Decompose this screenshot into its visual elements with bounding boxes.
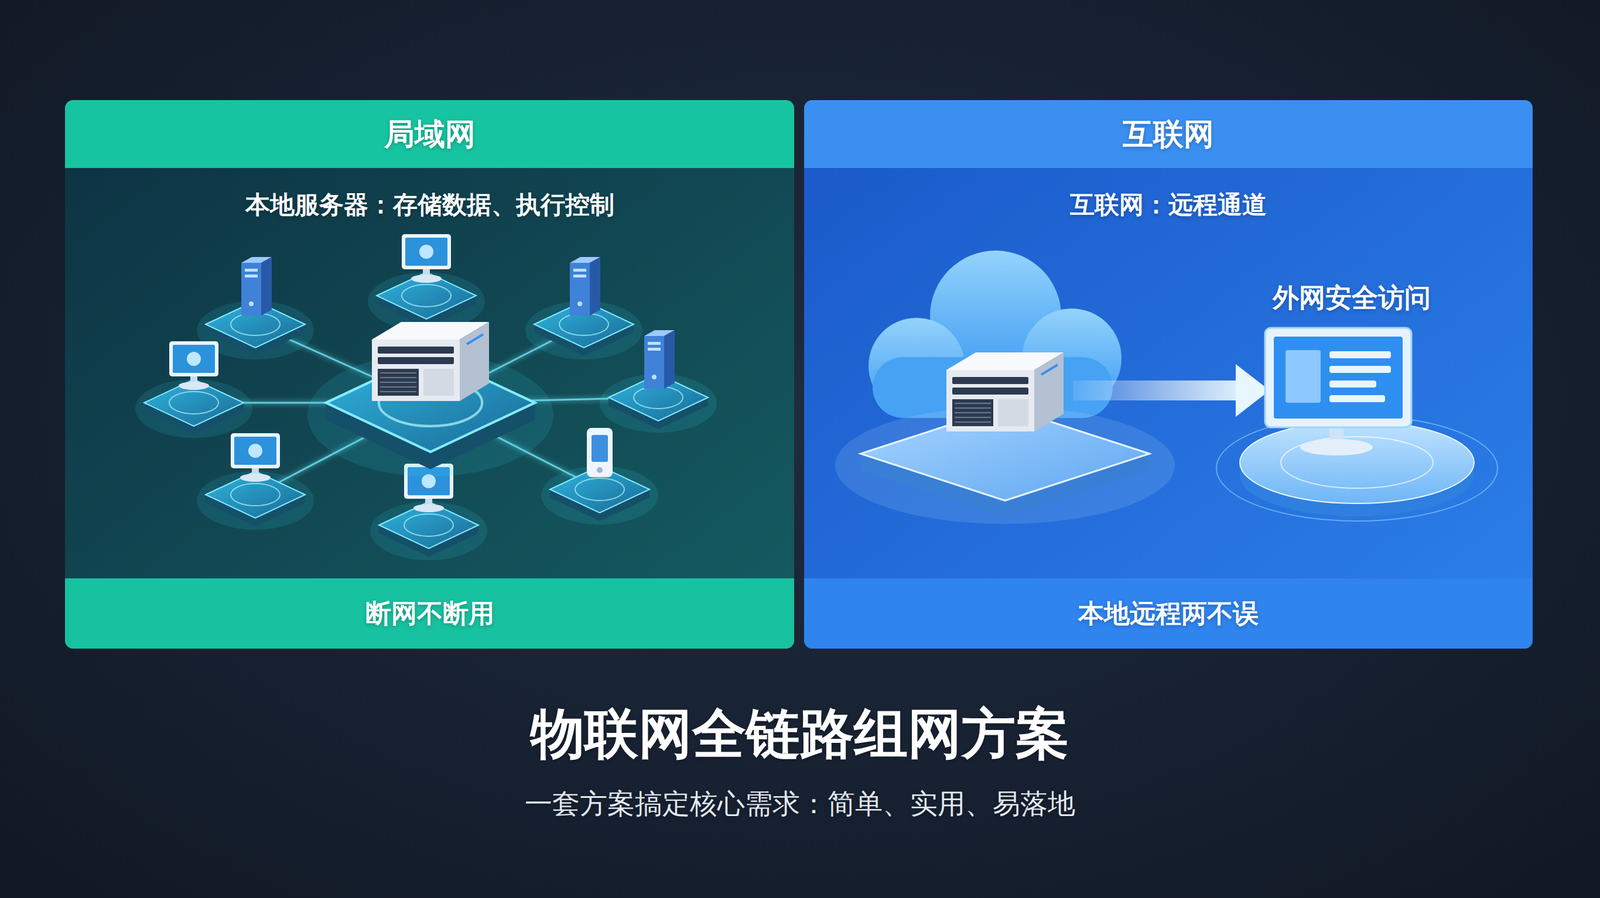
panel-body	[804, 100, 1533, 649]
central-server	[307, 322, 554, 477]
panel-footer	[65, 578, 795, 649]
panel-subtitle: 互联网：远程通道	[804, 189, 1533, 221]
server-icon	[946, 352, 1064, 432]
remote-terminal	[1216, 327, 1498, 522]
panel-footer	[804, 578, 1533, 649]
tower-icon	[241, 257, 272, 316]
terminal-label: 外网安全访问	[1234, 275, 1469, 321]
tablet-icon	[586, 428, 613, 478]
label-text: 外网安全访问	[1234, 275, 1469, 321]
footer-band: 本地远程两不误	[804, 578, 1533, 649]
monitor-icon	[230, 433, 280, 482]
network-panel: 互联网互联网：远程通道外网安全访问本地远程两不误	[804, 100, 1533, 649]
band-text: 本地远程两不误	[804, 578, 1533, 649]
footer-band: 断网不断用	[65, 578, 795, 649]
panel-subtitle: 本地服务器：存储数据、执行控制	[65, 189, 795, 221]
panel-body	[65, 100, 795, 649]
access-arrow	[1072, 364, 1270, 417]
diagram-caption: 一套方案搞定核心需求：简单、实用、易落地	[0, 786, 1600, 822]
panel-heading: 局域网	[65, 100, 795, 169]
internet-panel	[804, 100, 1533, 649]
lan-panel	[65, 100, 795, 649]
tower-icon	[569, 257, 601, 316]
cloud-server	[835, 352, 1175, 525]
panel-heading: 互联网	[804, 100, 1533, 169]
lan-devices	[135, 234, 717, 561]
panel-header	[804, 100, 1533, 169]
monitor-icon	[169, 341, 219, 391]
network-panel: 局域网本地服务器：存储数据、执行控制断网不断用	[65, 100, 795, 649]
band-text: 断网不断用	[65, 578, 795, 649]
monitor-icon	[401, 234, 451, 283]
tower-icon	[644, 330, 675, 389]
diagram-title: 物联网全链路组网方案	[0, 702, 1600, 767]
server-icon	[371, 322, 490, 402]
panel-header	[65, 100, 795, 169]
